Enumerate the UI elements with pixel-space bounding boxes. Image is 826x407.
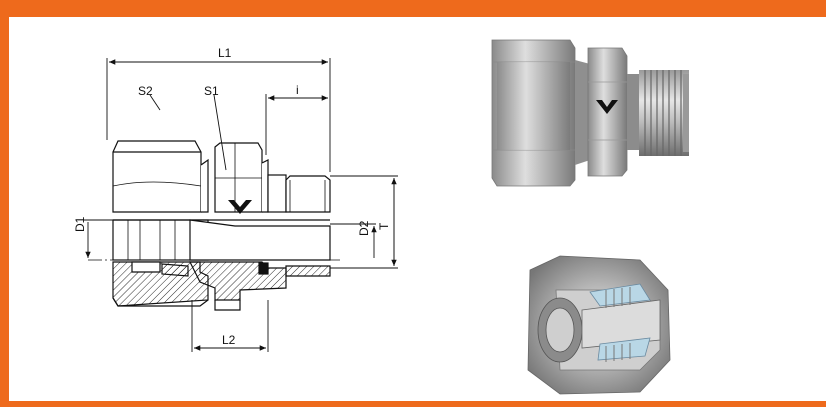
dim-label-t: T (377, 222, 391, 230)
orange-left-border (0, 0, 9, 407)
dim-label-d2: D2 (357, 220, 371, 236)
fitting-3d-render (491, 39, 689, 187)
dim-label-s1: S1 (204, 84, 219, 98)
orange-bottom-border (0, 401, 826, 407)
orange-top-border (0, 0, 826, 17)
section-view (88, 140, 340, 311)
chevron-logo-icon (228, 200, 252, 214)
dim-label-l2: L2 (222, 333, 236, 347)
dimension-lines (84, 58, 398, 352)
render-logo-icon (596, 100, 618, 114)
cutaway-3d-render (527, 255, 671, 395)
dim-label-d1: D1 (73, 216, 87, 232)
dim-label-s2: S2 (138, 84, 153, 98)
dim-label-l1: L1 (218, 46, 232, 60)
dim-label-i: i (296, 83, 299, 97)
